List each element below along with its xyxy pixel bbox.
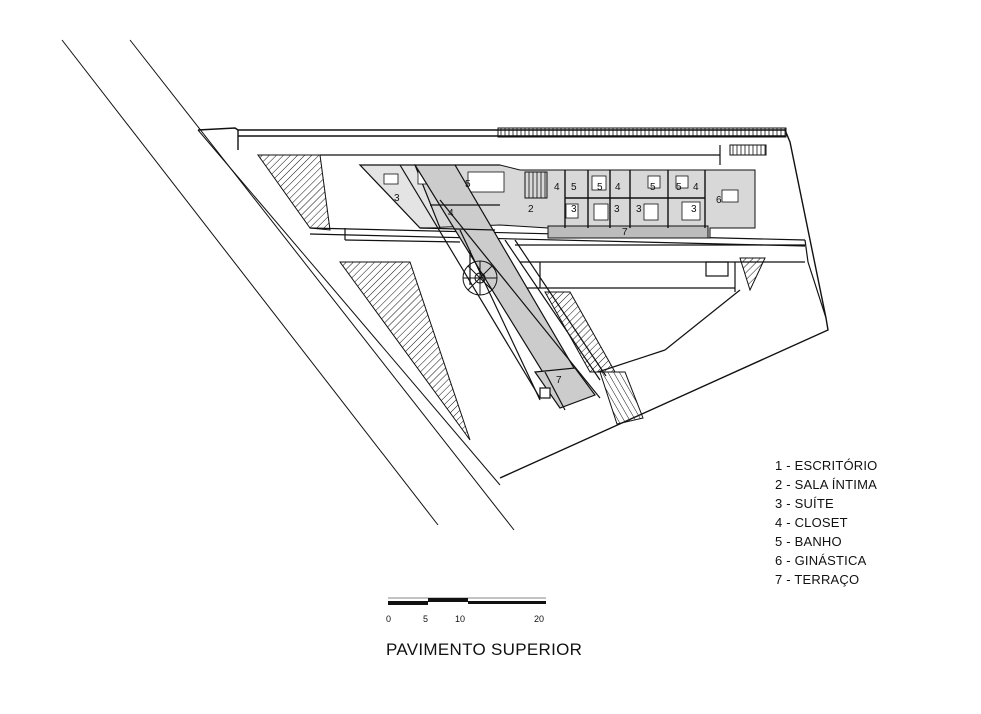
room-label: 5 xyxy=(465,179,471,190)
room-label: 4 xyxy=(448,208,454,219)
room-label: 3 xyxy=(691,204,697,215)
room-label: 5 xyxy=(650,182,656,193)
upper-wing xyxy=(309,145,827,373)
room-label: 3 xyxy=(614,204,620,215)
room-label: 7 xyxy=(622,227,628,238)
legend-item: 2 - SALA ÍNTIMA xyxy=(775,477,877,492)
legend-item: 7 - TERRAÇO xyxy=(775,572,860,587)
room-legend: 1 - ESCRITÓRIO 2 - SALA ÍNTIMA 3 - SUÍTE… xyxy=(775,456,877,589)
legend-item: 3 - SUÍTE xyxy=(775,496,834,511)
room-label: 6 xyxy=(716,195,722,206)
scale-tick-label: 20 xyxy=(534,614,544,624)
room-label: 3 xyxy=(571,204,577,215)
room-label: 5 xyxy=(571,182,577,193)
scale-tick-label: 5 xyxy=(423,614,428,624)
room-label: 5 xyxy=(676,182,682,193)
room-label: 3 xyxy=(636,204,642,215)
legend-item: 6 - GINÁSTICA xyxy=(775,553,867,568)
spiral-stair xyxy=(462,260,498,296)
scale-bar: 0 5 10 20 xyxy=(386,597,546,624)
plan-title: PAVIMENTO SUPERIOR xyxy=(386,640,583,659)
room-label: 3 xyxy=(394,193,400,204)
top-railing xyxy=(497,127,787,138)
legend-item: 1 - ESCRITÓRIO xyxy=(775,458,878,473)
room-label: 4 xyxy=(615,182,621,193)
room-label: 4 xyxy=(693,182,699,193)
street-lines xyxy=(61,39,515,531)
room-label: 4 xyxy=(554,182,560,193)
scale-tick-label: 0 xyxy=(386,614,391,624)
room-labels: 3 4 5 2 4 5 5 4 5 5 4 3 3 3 3 6 7 7 xyxy=(394,179,722,386)
stair-small xyxy=(729,144,767,156)
lower-terrace xyxy=(533,367,596,411)
scale-tick-label: 10 xyxy=(455,614,465,624)
room-label: 5 xyxy=(597,182,603,193)
legend-item: 5 - BANHO xyxy=(775,534,842,549)
room-label: 7 xyxy=(556,375,562,386)
room-label: 2 xyxy=(528,204,534,215)
legend-item: 4 - CLOSET xyxy=(775,515,848,530)
